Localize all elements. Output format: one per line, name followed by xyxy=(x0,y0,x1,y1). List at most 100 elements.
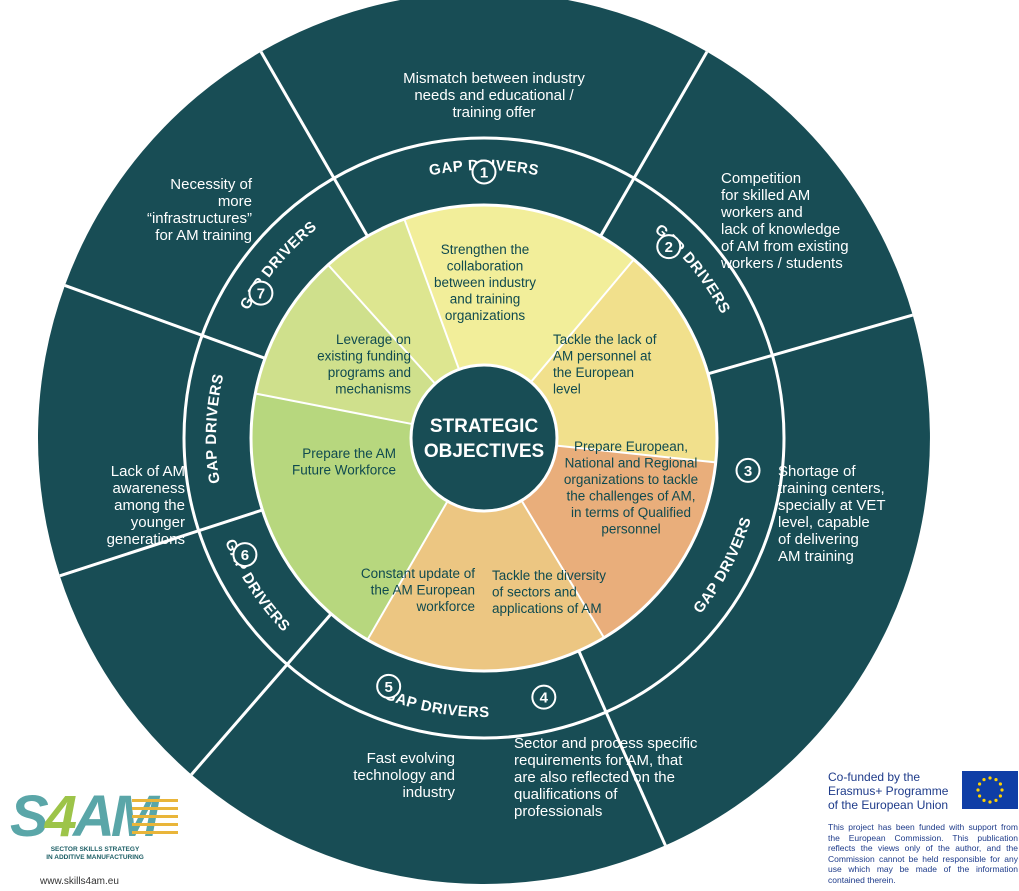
eu-star-icon xyxy=(998,782,1002,786)
driver-text-1-line: Mismatch between industry xyxy=(403,70,585,87)
driver-text-2-line: workers and xyxy=(720,204,803,221)
objective-text-1-line: Strengthen the xyxy=(441,242,530,257)
driver-text-4-line: are also reflected on the xyxy=(514,769,675,786)
objective-text-5-line: the AM European xyxy=(371,583,475,598)
objective-text-6-line: Future Workforce xyxy=(292,463,396,478)
driver-text-6-line: younger xyxy=(131,514,185,531)
driver-text-7-line: “infrastructures” xyxy=(147,210,252,227)
driver-number-5: 5 xyxy=(385,679,393,696)
eu-star-icon xyxy=(978,794,982,798)
objective-divider xyxy=(556,444,716,464)
eu-star-icon xyxy=(978,782,982,786)
objective-divider xyxy=(366,500,449,641)
divider-line xyxy=(577,650,667,847)
objective-text-4-line: applications of AM xyxy=(492,601,602,616)
driver-text-1-line: needs and educational / xyxy=(414,87,574,104)
driver-number-badge xyxy=(656,234,682,260)
driver-number-badge xyxy=(471,159,497,185)
driver-number-7: 7 xyxy=(257,286,265,303)
driver-text-2-line: Competition xyxy=(721,170,801,187)
driver-text-3-line: training centers, xyxy=(778,480,885,497)
driver-text-7-line: for AM training xyxy=(155,227,252,244)
ring-outer-edge xyxy=(182,136,786,740)
driver-number-badge xyxy=(376,673,402,699)
driver-text-4-line: professionals xyxy=(514,803,602,820)
objective-text-1-line: and training xyxy=(450,292,521,307)
driver-text-6-line: generations xyxy=(107,531,185,548)
driver-text-2-line: of AM from existing xyxy=(721,238,849,255)
divider-line xyxy=(190,612,333,776)
objective-text-5-line: workforce xyxy=(415,599,475,614)
objective-sector-3 xyxy=(484,438,716,638)
objective-text-2-line: AM personnel at xyxy=(553,349,652,364)
ring-circles xyxy=(182,136,786,740)
objective-text-5-line: Constant update of xyxy=(361,566,475,581)
driver-text-6-line: Lack of AM xyxy=(111,463,185,480)
eu-flag-icon xyxy=(962,771,1018,809)
eu-star-icon xyxy=(988,800,992,804)
driver-text-6-line: awareness xyxy=(112,480,185,497)
eu-cofunded-text: Co-funded by the Erasmus+ Programme of t… xyxy=(828,770,949,812)
divider-line xyxy=(599,51,709,237)
driver-number-3: 3 xyxy=(744,463,752,480)
driver-text-4-line: qualifications of xyxy=(514,786,618,803)
s4am-logo: S4AM SECTOR SKILLS STRATEGY IN ADDITIVE … xyxy=(10,784,180,863)
objective-text-3-line: the challenges of AM, xyxy=(566,489,695,504)
objective-text-1-line: between industry xyxy=(434,275,536,290)
driver-text-4-line: requirements for AM, that xyxy=(514,752,683,769)
objective-text-6-line: Prepare the AM xyxy=(302,446,396,461)
driver-number-4: 4 xyxy=(540,690,549,707)
driver-text-7-line: Necessity of xyxy=(170,176,253,193)
eu-star-icon xyxy=(988,776,992,780)
driver-text-5-line: Fast evolving xyxy=(367,750,455,767)
driver-number-1: 1 xyxy=(480,165,488,182)
center-circle xyxy=(409,363,559,513)
objective-text-2-line: Tackle the lack of xyxy=(553,332,657,347)
driver-number-badge xyxy=(248,280,274,306)
driver-text-3-line: Shortage of xyxy=(778,463,856,480)
objective-text-3-line: organizations to tackle xyxy=(564,472,698,487)
website-link[interactable]: www.skills4am.eu xyxy=(40,876,119,887)
driver-text-3-line: AM training xyxy=(778,548,854,565)
eu-star-icon xyxy=(1000,788,1004,792)
objective-text-2-line: the European xyxy=(553,365,634,380)
divider-line xyxy=(64,284,266,360)
driver-text-7-line: more xyxy=(218,193,252,210)
driver-text-3-line: level, capable xyxy=(778,514,870,531)
divider-lines xyxy=(59,51,914,847)
driver-text-6-line: among the xyxy=(114,497,185,514)
objective-text-3-line: in terms of Qualified xyxy=(571,505,691,520)
ring-inner-edge xyxy=(249,203,719,673)
driver-text-3-line: of delivering xyxy=(778,531,859,548)
eu-star-icon xyxy=(982,778,986,782)
driver-number-6: 6 xyxy=(241,547,249,564)
driver-text-2-line: workers / students xyxy=(720,255,843,272)
eu-disclaimer: This project has been funded with suppor… xyxy=(828,822,1018,885)
center-hub: STRATEGIC OBJECTIVES xyxy=(409,363,559,513)
objective-divider xyxy=(403,218,460,370)
objective-text-7-line: Leverage on xyxy=(336,332,411,347)
objective-divider xyxy=(327,264,436,385)
center-title: STRATEGIC OBJECTIVES xyxy=(424,416,544,462)
logo-stripes xyxy=(132,799,178,839)
center-title-line: STRATEGIC xyxy=(430,416,539,437)
objective-text-4-line: Tackle the diversity xyxy=(492,568,606,583)
driver-number-badge xyxy=(531,684,557,710)
eu-star-icon xyxy=(976,788,980,792)
objective-text-7-line: existing funding xyxy=(317,349,411,364)
divider-line xyxy=(59,508,263,578)
center-title-line: OBJECTIVES xyxy=(424,441,544,462)
driver-text-5-line: technology and xyxy=(353,767,455,784)
objective-text-3-line: National and Regional xyxy=(565,456,698,471)
